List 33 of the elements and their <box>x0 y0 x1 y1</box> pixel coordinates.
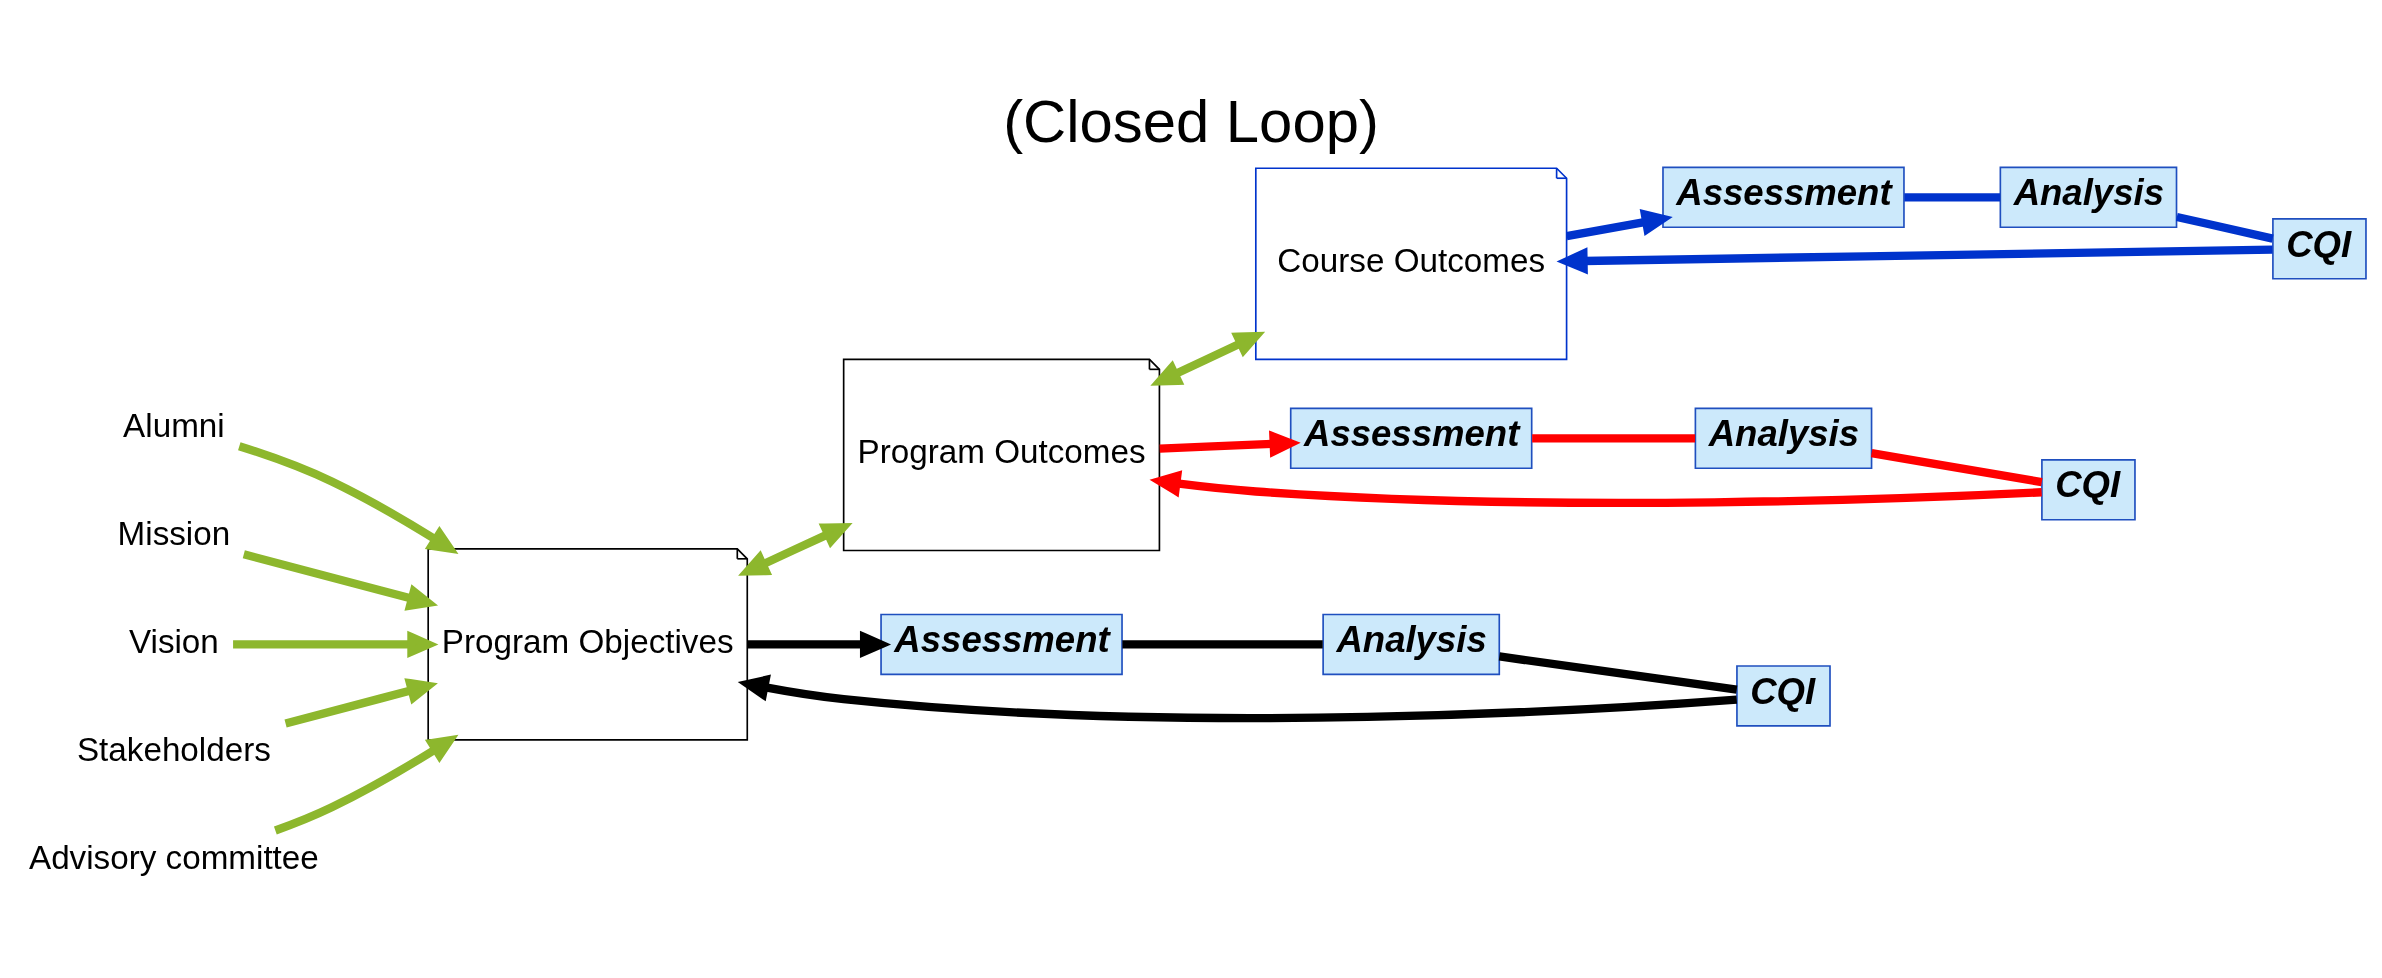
node-box: CQI <box>2041 459 2136 521</box>
node-box: Analysis <box>1694 407 1873 470</box>
node-box: Assessment <box>880 613 1123 676</box>
arrow <box>238 442 459 555</box>
connector <box>1904 193 2001 202</box>
node-box: Analysis <box>1322 613 1501 676</box>
arrow <box>1149 470 2042 507</box>
node-text: Vision <box>128 622 219 660</box>
connector <box>1532 434 1696 443</box>
node-text: Advisory committee <box>28 838 319 876</box>
arrow <box>1159 430 1301 458</box>
node-box: Assessment <box>1289 407 1533 470</box>
node-box: Assessment <box>1662 166 1905 229</box>
node-text: Mission <box>117 514 231 552</box>
arrow <box>1556 245 2273 275</box>
arrow <box>747 630 892 658</box>
arrow <box>242 550 439 611</box>
node-text: Stakeholders <box>76 730 271 768</box>
arrow <box>233 630 439 658</box>
diagram-title: (Closed Loop) <box>1003 88 1379 156</box>
connector <box>1870 448 2043 487</box>
node-text: Alumni <box>123 406 225 444</box>
node-box: CQI <box>1736 665 1831 727</box>
arrow <box>273 734 459 835</box>
arrow <box>284 678 438 728</box>
arrow <box>738 522 853 576</box>
connector <box>2175 212 2274 243</box>
arrow <box>737 674 1737 723</box>
arrow <box>1565 209 1673 241</box>
node-box: Analysis <box>1999 166 2178 229</box>
connector <box>1122 640 1323 649</box>
connector <box>1498 652 1738 694</box>
node-box: CQI <box>2272 218 2367 280</box>
